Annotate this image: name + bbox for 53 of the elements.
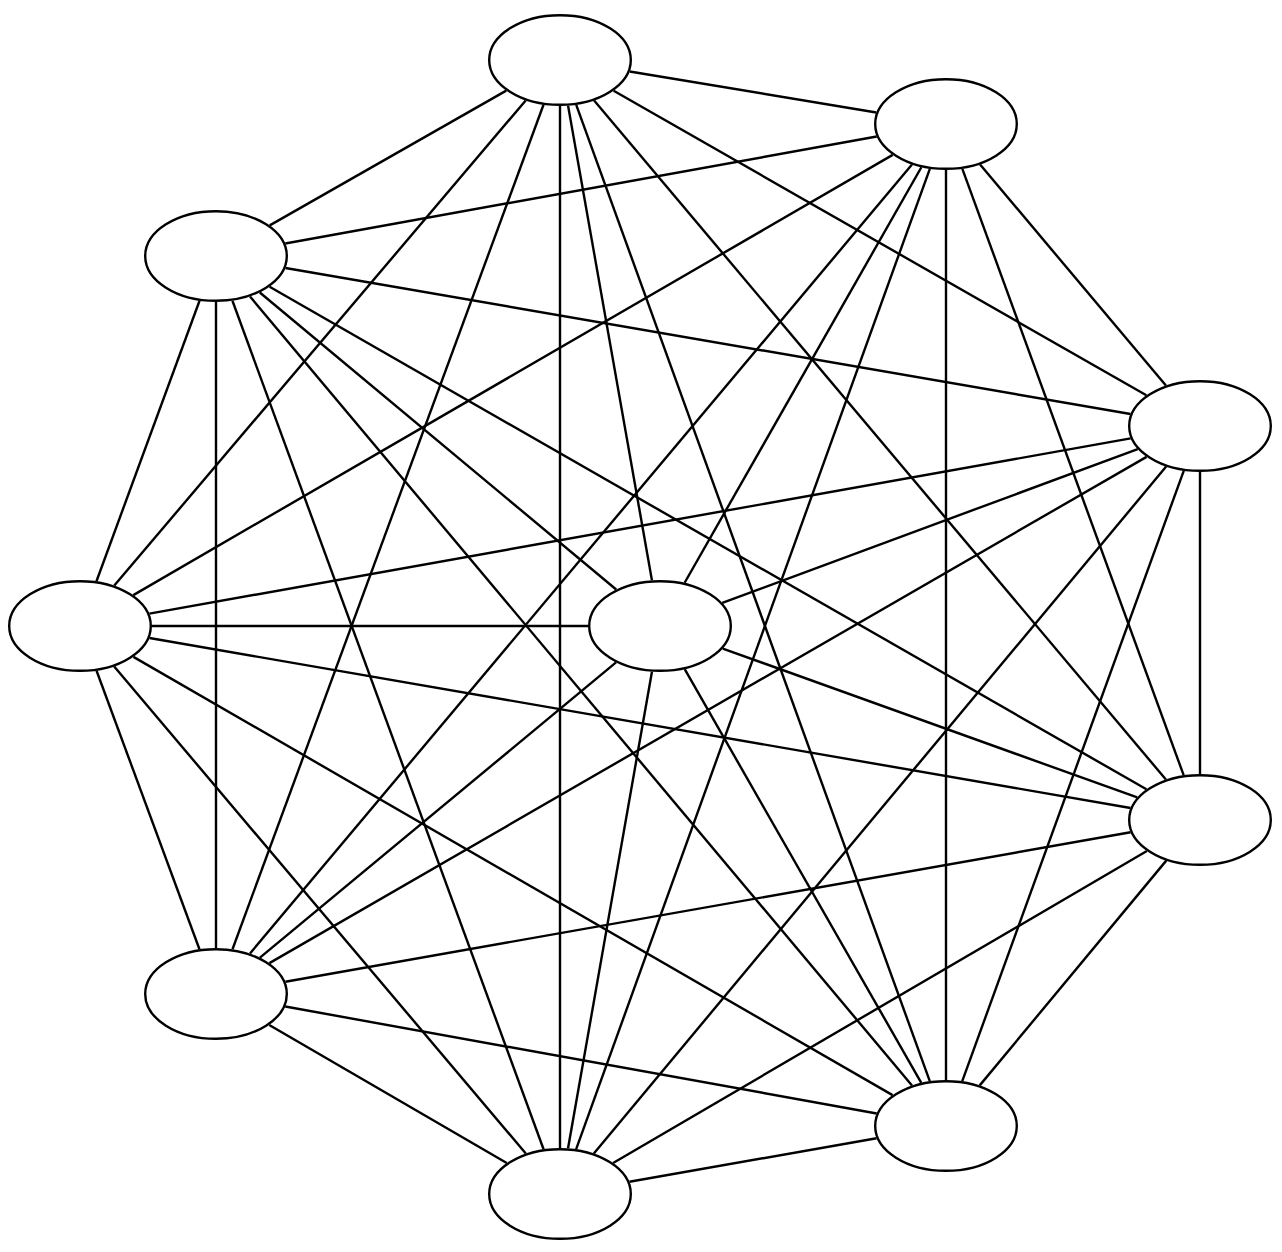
connector-line <box>978 859 1168 1087</box>
connector-line <box>268 455 1148 965</box>
connector-line <box>613 89 1147 397</box>
connector-line <box>259 661 617 959</box>
ellipse-node <box>874 1080 1018 1172</box>
connector-line <box>629 70 877 114</box>
ellipse-node <box>144 948 288 1040</box>
connector-line <box>152 624 588 628</box>
connector-line <box>231 300 545 1150</box>
connector-line <box>95 300 201 582</box>
connector-line <box>132 153 894 597</box>
connector-line <box>113 665 527 1155</box>
ellipse-node <box>1128 380 1272 472</box>
connector-line <box>683 668 923 1084</box>
ellipse-node <box>1128 774 1272 866</box>
connector-line <box>961 168 1185 776</box>
connector-line <box>722 647 1138 799</box>
connector-line <box>149 437 1131 615</box>
connector-line <box>259 291 617 591</box>
connector-line <box>558 106 562 1148</box>
ellipse-node <box>8 580 152 672</box>
connector-line <box>593 99 1167 781</box>
connector-line <box>592 465 1168 1155</box>
connector-line <box>285 1005 877 1115</box>
connector-line <box>566 105 654 581</box>
connector-line <box>285 135 877 245</box>
connector-line <box>961 470 1185 1082</box>
connector-line <box>566 671 654 1149</box>
connector-line <box>214 302 218 948</box>
connector-line <box>149 636 1131 810</box>
ellipse-node <box>144 210 288 302</box>
connector-line <box>721 447 1139 605</box>
connector-line <box>113 99 527 587</box>
connector-line <box>612 850 1148 1164</box>
connector-line <box>285 831 1131 983</box>
ellipse-node <box>874 78 1018 170</box>
connector-line <box>249 163 913 955</box>
connector-line <box>629 1137 877 1183</box>
connector-line <box>269 285 1147 791</box>
connector-line <box>269 89 507 227</box>
connector-line <box>979 163 1167 387</box>
ellipse-node <box>488 1148 632 1240</box>
connector-line <box>95 670 201 950</box>
connector-line <box>285 266 1131 416</box>
connector-line <box>683 166 923 584</box>
connector-line <box>944 170 948 1080</box>
ellipse-node <box>588 580 732 672</box>
connector-line <box>268 1023 508 1165</box>
connector-line <box>132 655 894 1097</box>
connector-line <box>1198 472 1202 774</box>
connector-line <box>249 295 913 1087</box>
ellipse-node <box>488 14 632 106</box>
connector-line <box>231 104 545 950</box>
